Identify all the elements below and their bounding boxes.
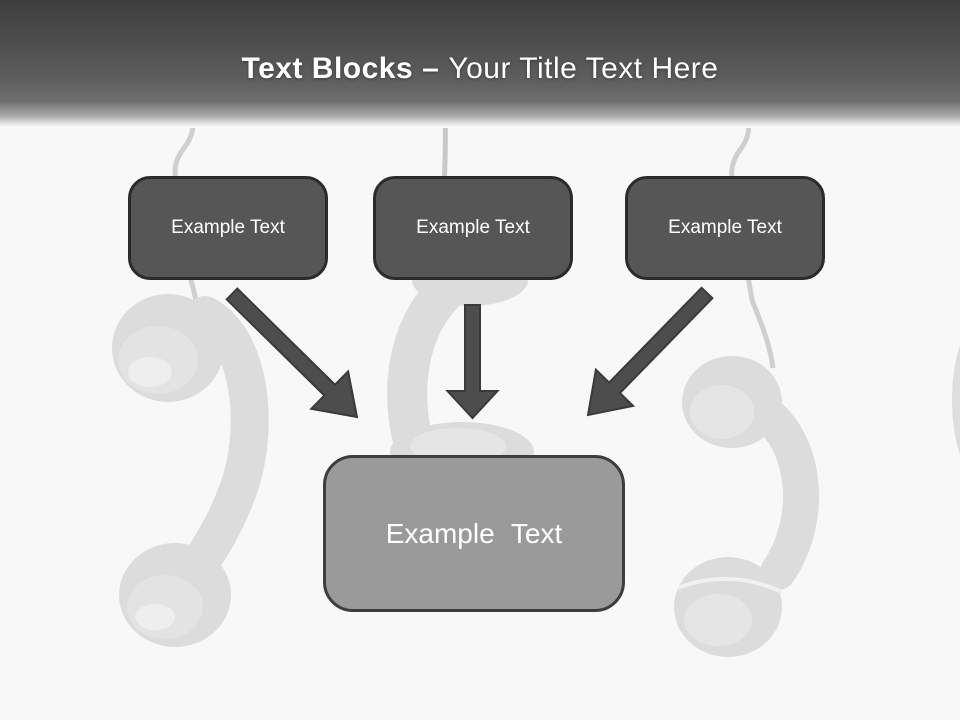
text-block-2[interactable]: Example Text bbox=[373, 176, 573, 280]
text-block-3[interactable]: Example Text bbox=[625, 176, 825, 280]
arrow-diagonal-right-icon bbox=[586, 286, 714, 417]
title-topic: Text Blocks bbox=[241, 52, 414, 85]
text-block-result[interactable]: Example Text bbox=[323, 455, 625, 612]
title-bar: Text Blocks–Your Title Text Here bbox=[0, 0, 960, 128]
arrow-down-icon bbox=[445, 304, 500, 420]
text-block-1-label: Example Text bbox=[171, 217, 285, 238]
phone-handset-edge-sliver-icon bbox=[952, 345, 960, 455]
text-block-2-label: Example Text bbox=[416, 217, 530, 238]
title-subtitle: Your Title Text Here bbox=[448, 52, 719, 85]
arrow-diagonal-left-icon bbox=[225, 287, 359, 419]
text-block-3-label: Example Text bbox=[668, 217, 782, 238]
phone-handset-right-icon bbox=[674, 356, 819, 657]
title-separator: – bbox=[422, 52, 440, 85]
text-block-1[interactable]: Example Text bbox=[128, 176, 328, 280]
slide-title[interactable]: Text Blocks–Your Title Text Here bbox=[0, 52, 960, 86]
text-block-result-label: Example Text bbox=[385, 517, 563, 549]
phone-handset-left-icon bbox=[112, 294, 269, 647]
